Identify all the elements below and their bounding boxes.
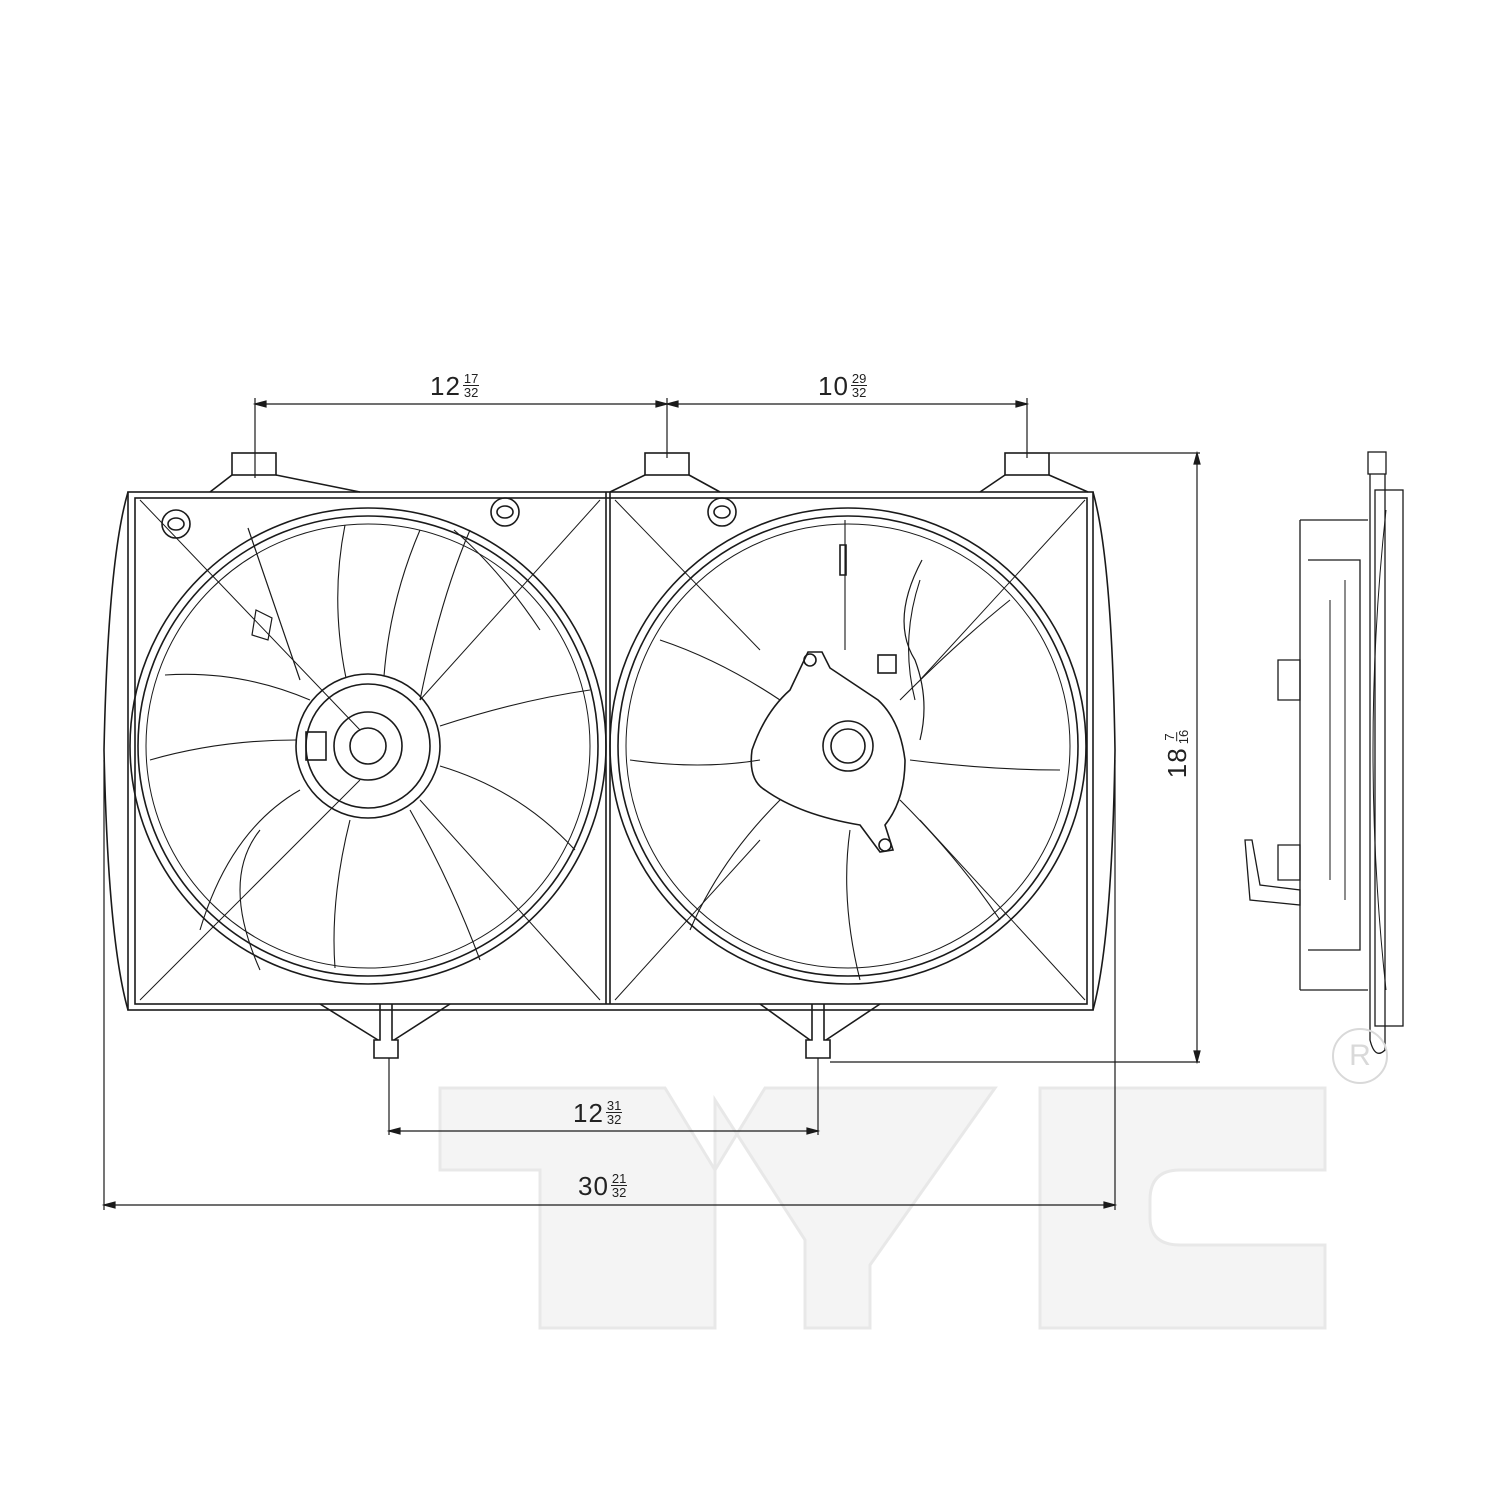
motor-bracket [750, 651, 906, 853]
dimension-lines [101, 398, 1201, 1210]
right-fan [609, 507, 1087, 985]
side-view [1244, 451, 1404, 1054]
front-view [103, 452, 1116, 1059]
registered-trademark-icon: R [1332, 1028, 1388, 1084]
tyc-watermark [438, 1086, 1327, 1330]
left-fan [129, 507, 607, 985]
